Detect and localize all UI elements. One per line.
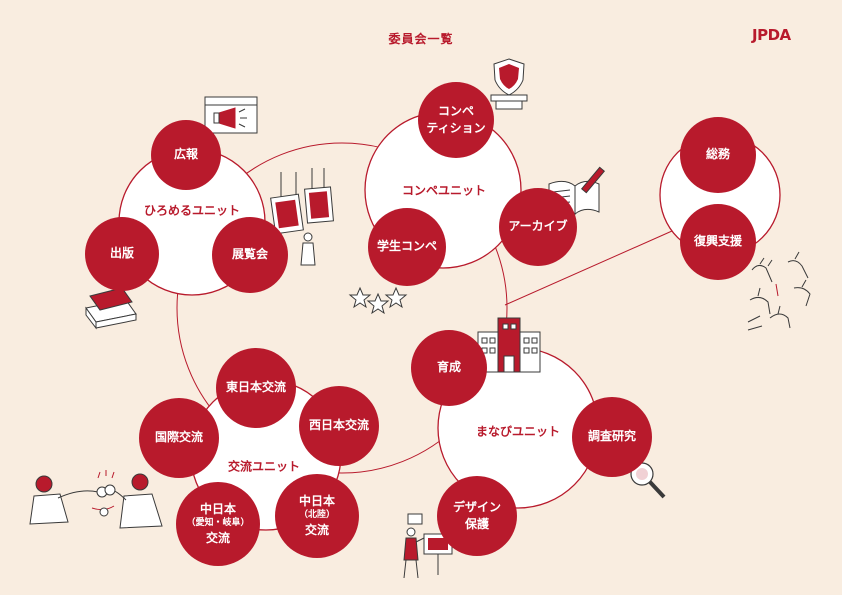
chubu-hokuriku-line1: 中日本 (298, 493, 335, 508)
chubu-aichi-gifu-line2: （愛知・岐阜） (186, 518, 250, 529)
sign-boards-icon (270, 168, 334, 266)
research-button[interactable]: 調査研究 (572, 397, 652, 477)
publishing-button[interactable]: 出版 (85, 217, 159, 291)
chubu-aichi-gifu-exchange-button[interactable]: 中日本 （愛知・岐阜） 交流 (176, 482, 260, 566)
exhibition-button[interactable]: 展覧会 (212, 217, 288, 293)
chubu-hokuriku-line3: 交流 (304, 522, 329, 537)
pr-label: 広報 (173, 147, 198, 162)
west-japan-exchange-button[interactable]: 西日本交流 (299, 386, 379, 466)
chubu-aichi-gifu-line3: 交流 (205, 530, 230, 545)
student-competition-button[interactable]: 学生コンペ (368, 208, 446, 286)
design-protection-button[interactable]: デザイン保護 (437, 476, 517, 556)
chubu-aichi-gifu-line1: 中日本 (199, 501, 236, 516)
chubu-hokuriku-exchange-button[interactable]: 中日本 （北陸） 交流 (275, 474, 359, 558)
east-japan-exchange-button[interactable]: 東日本交流 (216, 348, 296, 428)
connector-ring (176, 142, 508, 474)
competition-button[interactable]: コンペティション (418, 82, 494, 158)
chubu-hokuriku-line2: （北陸） (298, 510, 335, 521)
student-competition-label: 学生コンペ (376, 239, 437, 254)
manabi-unit-label: まなびユニット (475, 424, 561, 439)
training-label: 育成 (436, 360, 461, 375)
recovery-support-button[interactable]: 復興支援 (680, 204, 756, 280)
research-label: 調査研究 (587, 429, 636, 444)
archive-button[interactable]: アーカイブ (499, 188, 577, 266)
school-building-icon (477, 317, 541, 373)
competition-label-line2: ティション (426, 121, 486, 135)
archive-label: アーカイブ (508, 219, 568, 234)
compe-unit-label: コンペユニット (401, 183, 487, 198)
west-japan-exchange-label: 西日本交流 (308, 418, 369, 433)
international-exchange-button[interactable]: 国際交流 (139, 398, 219, 478)
jpda-logo[interactable]: JPDA (752, 26, 791, 44)
pr-button[interactable]: 広報 (151, 120, 221, 190)
recovery-support-label: 復興支援 (693, 234, 742, 249)
page-title: 委員会一覧 (388, 32, 454, 46)
publishing-label: 出版 (109, 246, 134, 261)
design-protection-label-line2: 保護 (464, 517, 489, 531)
books-icon (85, 287, 137, 330)
stars-icon (348, 286, 408, 315)
connector-line-general (504, 230, 673, 306)
megaphone-icon (204, 96, 258, 134)
general-affairs-button[interactable]: 総務 (680, 117, 756, 193)
fist-bump-people-icon (29, 470, 163, 529)
exhibition-label: 展覧会 (231, 247, 268, 262)
koryu-unit-label: 交流ユニット (227, 459, 301, 474)
hiromeru-unit-label: ひろめるユニット (143, 203, 241, 218)
training-button[interactable]: 育成 (411, 330, 487, 406)
general-affairs-label: 総務 (705, 147, 730, 162)
hands-icon (747, 251, 811, 331)
trophy-icon (490, 58, 528, 110)
international-exchange-label: 国際交流 (154, 430, 203, 445)
design-protection-label-line1: デザイン (452, 499, 501, 514)
east-japan-exchange-label: 東日本交流 (225, 380, 286, 395)
competition-label-line1: コンペ (437, 103, 474, 118)
